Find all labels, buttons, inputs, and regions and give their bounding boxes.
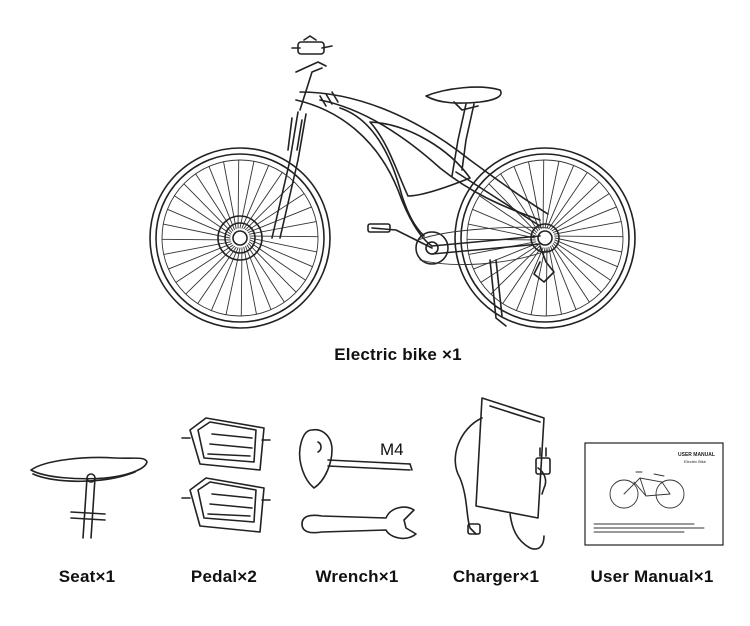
front-wheel (149, 147, 331, 329)
seat-label: Seat×1 (58, 567, 116, 586)
manual-title: USER MANUAL (678, 452, 715, 458)
user-manual-illustration: USER MANUAL Electric Bike (584, 442, 724, 546)
pedals-illustration (181, 417, 271, 533)
rear-wheel (454, 147, 636, 329)
wrench-label: Wrench×1 (315, 567, 399, 586)
charger-illustration (454, 397, 551, 550)
wrench-illustration (298, 428, 417, 540)
manual-subtitle: Electric Bike (684, 459, 707, 464)
wrench-size-label: M4 (380, 440, 404, 459)
pedal-label: Pedal×2 (190, 567, 258, 586)
seat-illustration (30, 456, 148, 539)
electric-bike-illustration (149, 35, 636, 329)
electric-bike-label: Electric bike ×1 (334, 345, 462, 364)
user-manual-label: User Manual×1 (590, 567, 714, 586)
charger-label: Charger×1 (452, 567, 540, 586)
